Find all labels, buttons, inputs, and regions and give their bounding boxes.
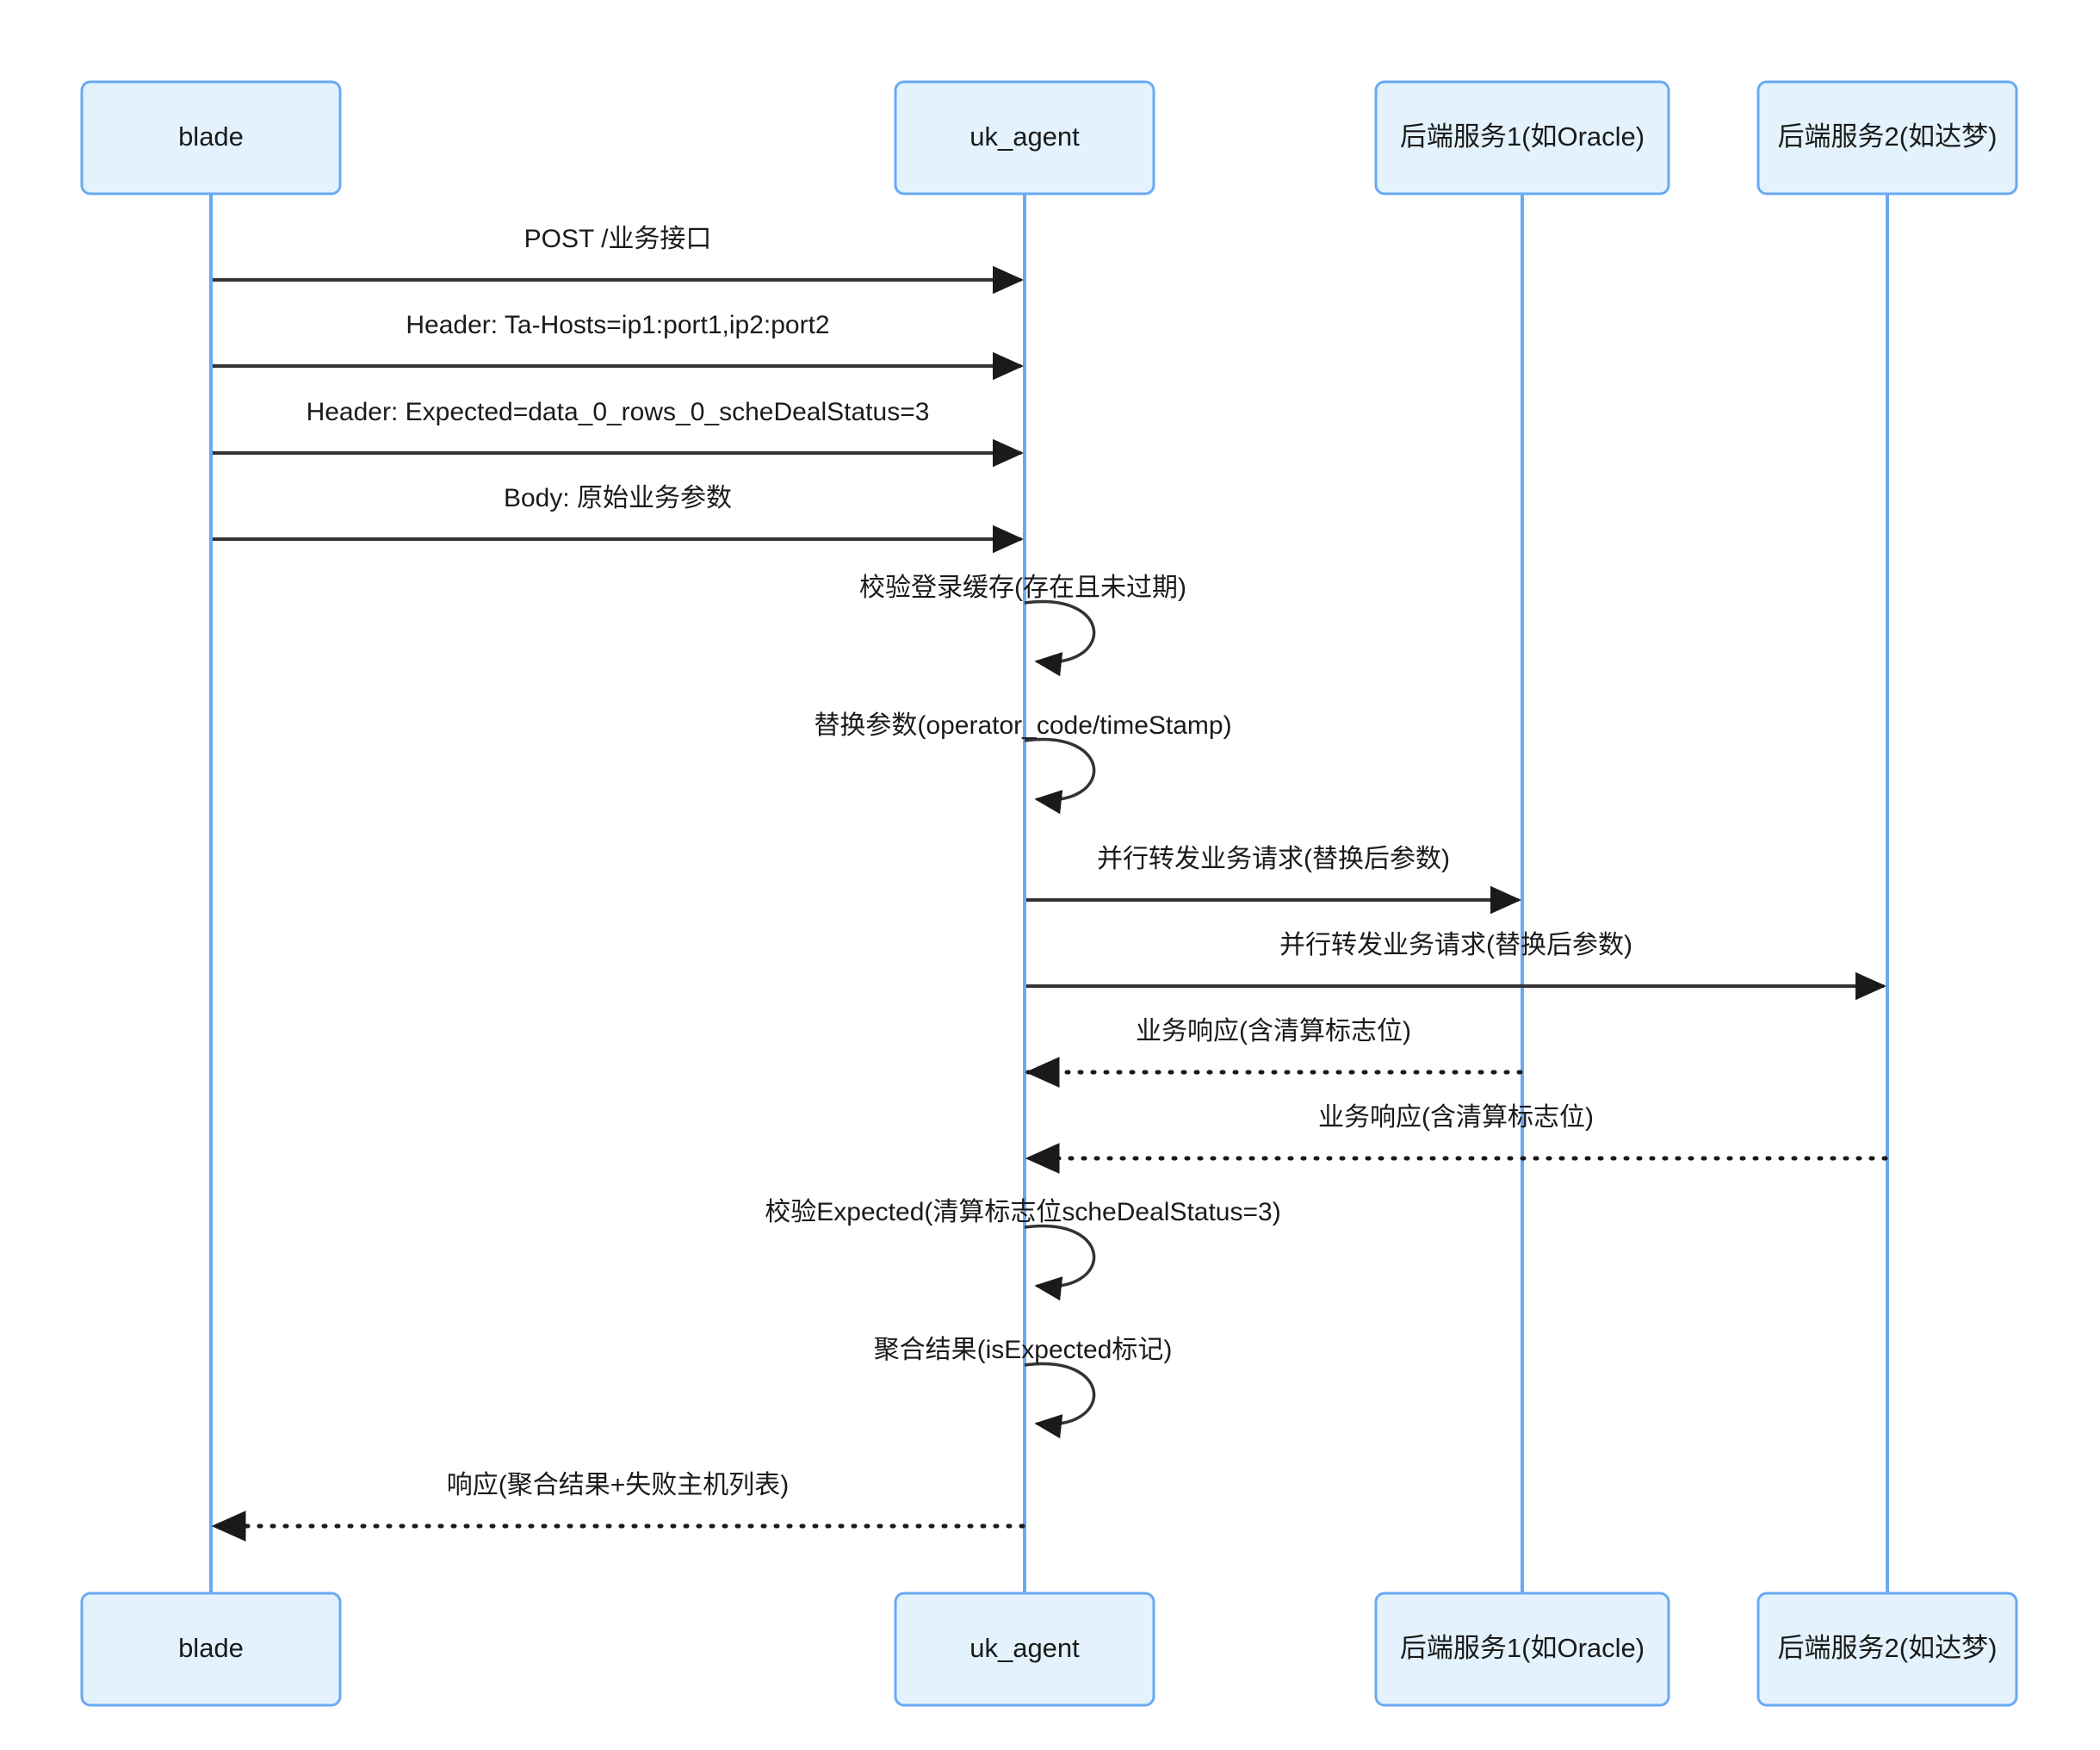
message-label: 并行转发业务请求(替换后参数)	[1097, 845, 1450, 873]
message-12[interactable]: 响应(聚合结果+失败主机列表)	[211, 1471, 1025, 1542]
actor-box-svc1	[1374, 80, 1670, 195]
message-label: 并行转发业务请求(替换后参数)	[1279, 931, 1632, 959]
actors-top-layer: blade uk_agent 后端服务1(如Oracle) 后端服务2(如达梦)	[80, 80, 2018, 195]
lifelines-layer	[209, 194, 1889, 1593]
message-4[interactable]: 校验登录缓存(存在且未过期)	[859, 574, 1186, 677]
message-label: Header: Expected=data_0_rows_0_scheDealS…	[307, 398, 930, 426]
message-11[interactable]: 聚合结果(isExpected标记)	[874, 1336, 1173, 1439]
actor-box-svc2	[1756, 80, 2018, 195]
actor-box-blade	[80, 80, 342, 195]
self-message-arrow	[1024, 1224, 1096, 1301]
actor-top-svc1[interactable]: 后端服务1(如Oracle)	[1374, 80, 1670, 195]
message-label: 校验登录缓存(存在且未过期)	[859, 574, 1186, 602]
message-9[interactable]: 业务响应(含清算标志位)	[1025, 1103, 1888, 1174]
message-label: Header: Ta-Hosts=ip1:port1,ip2:port2	[406, 311, 829, 339]
message-label: POST /业务接口	[524, 225, 712, 253]
actors-bottom-layer: blade uk_agent 后端服务1(如Oracle) 后端服务2(如达梦)	[80, 1592, 2018, 1707]
message-label: 替换参数(operator_code/timeStamp)	[814, 711, 1231, 740]
actor-bottom-uk_agent[interactable]: uk_agent	[894, 1592, 1155, 1707]
actor-top-svc2[interactable]: 后端服务2(如达梦)	[1756, 80, 2018, 195]
message-3[interactable]: Body: 原始业务参数	[213, 484, 1024, 554]
actor-label-svc2: 后端服务2(如达梦)	[1778, 1633, 1998, 1663]
message-label: 响应(聚合结果+失败主机列表)	[447, 1471, 790, 1499]
actor-top-blade[interactable]: blade	[80, 80, 342, 195]
actor-label-svc2: 后端服务2(如达梦)	[1778, 121, 1998, 152]
message-10[interactable]: 校验Expected(清算标志位scheDealStatus=3)	[765, 1198, 1281, 1301]
message-0[interactable]: POST /业务接口	[213, 225, 1024, 295]
message-label: 业务响应(含清算标志位)	[1318, 1103, 1594, 1132]
message-label: Body: 原始业务参数	[504, 484, 732, 512]
message-label: 校验Expected(清算标志位scheDealStatus=3)	[765, 1198, 1280, 1226]
self-message-arrow	[1024, 1362, 1096, 1439]
actor-bottom-svc1[interactable]: 后端服务1(如Oracle)	[1374, 1592, 1670, 1707]
actor-box-uk_agent	[894, 80, 1155, 195]
message-7[interactable]: 并行转发业务请求(替换后参数)	[1026, 931, 1886, 1001]
messages-layer: POST /业务接口 Header: Ta-Hosts=ip1:port1,ip2…	[211, 225, 1888, 1542]
actor-bottom-blade[interactable]: blade	[80, 1592, 342, 1707]
actor-box-blade	[80, 1592, 342, 1707]
message-2[interactable]: Header: Expected=data_0_rows_0_scheDealS…	[213, 398, 1024, 468]
actor-label-uk_agent: uk_agent	[969, 1633, 1080, 1663]
actor-bottom-svc2[interactable]: 后端服务2(如达梦)	[1756, 1592, 2018, 1707]
message-1[interactable]: Header: Ta-Hosts=ip1:port1,ip2:port2	[213, 311, 1024, 381]
actor-label-svc1: 后端服务1(如Oracle)	[1400, 1633, 1645, 1663]
actor-box-svc2	[1756, 1592, 2018, 1707]
message-6[interactable]: 并行转发业务请求(替换后参数)	[1026, 845, 1521, 915]
message-5[interactable]: 替换参数(operator_code/timeStamp)	[814, 711, 1232, 815]
message-8[interactable]: 业务响应(含清算标志位)	[1025, 1017, 1523, 1088]
message-label: 业务响应(含清算标志位)	[1136, 1017, 1411, 1046]
actor-top-uk_agent[interactable]: uk_agent	[894, 80, 1155, 195]
actor-label-blade: blade	[178, 1633, 244, 1663]
actor-label-uk_agent: uk_agent	[969, 121, 1080, 152]
self-message-arrow	[1024, 599, 1096, 677]
actor-box-uk_agent	[894, 1592, 1155, 1707]
actor-label-blade: blade	[178, 121, 244, 152]
actor-label-svc1: 后端服务1(如Oracle)	[1400, 121, 1645, 152]
self-message-arrow	[1024, 737, 1096, 815]
message-label: 聚合结果(isExpected标记)	[874, 1336, 1173, 1364]
actor-box-svc1	[1374, 1592, 1670, 1707]
